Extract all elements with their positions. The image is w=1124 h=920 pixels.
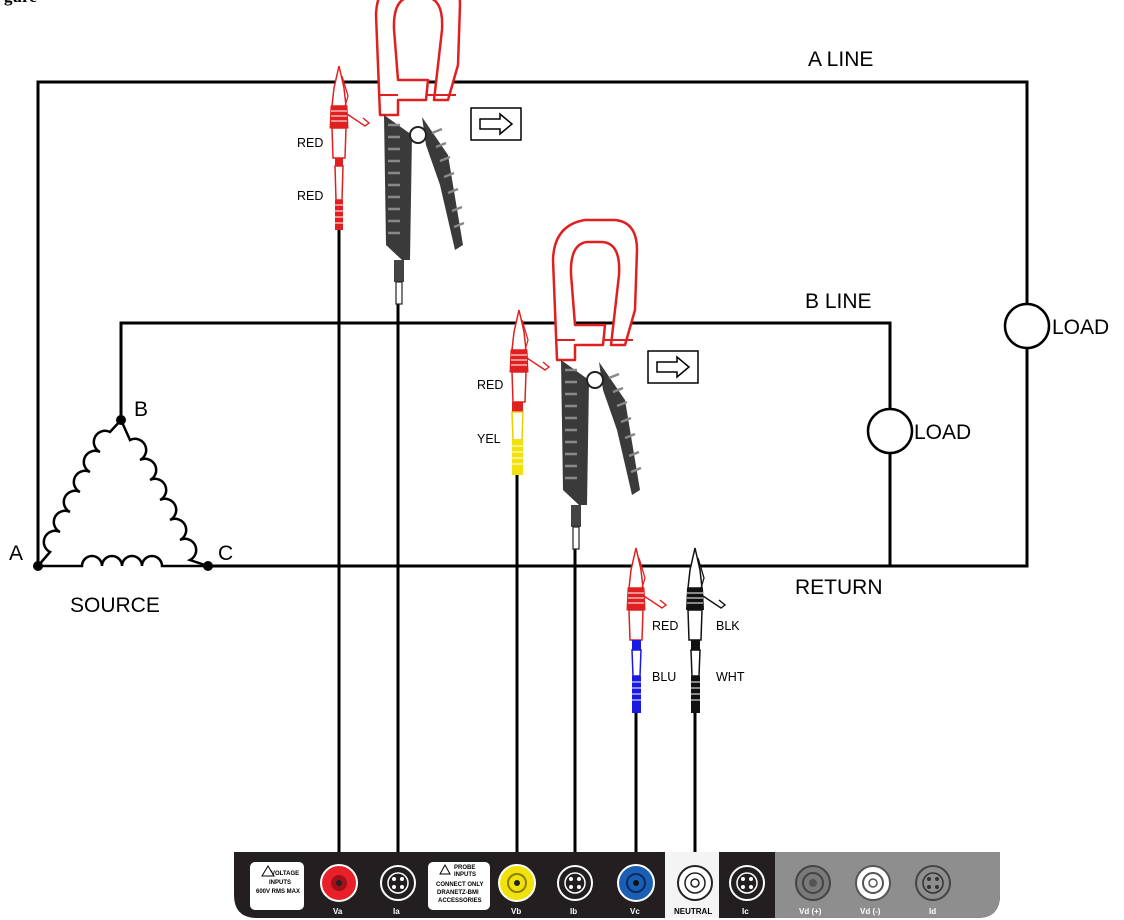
a-line-label: A LINE <box>808 48 873 71</box>
vb-lead-bottom-color: YEL <box>477 432 501 446</box>
vb-voltage-lead <box>509 309 550 475</box>
instrument-input-panel: VOLTAGE INPUTS 600V RMS MAX PROBE INPUTS… <box>234 852 1000 918</box>
port-label-ic: Ic <box>742 907 749 916</box>
vb-jack[interactable] <box>498 864 536 902</box>
b-line-wire <box>119 321 892 420</box>
return-label: RETURN <box>795 576 883 599</box>
load-b-label: LOAD <box>914 421 971 444</box>
node-a-dot <box>33 561 43 571</box>
lead-wires <box>337 228 697 862</box>
va-lead-bottom-color: RED <box>297 189 323 203</box>
load-a-symbol <box>1003 302 1051 350</box>
probe-warning-line2: INPUTS <box>454 872 476 878</box>
va-jack[interactable] <box>320 864 358 902</box>
ia-jack[interactable] <box>380 865 416 901</box>
port-label-vc: Vc <box>630 907 640 916</box>
current-direction-arrow-1 <box>470 107 522 141</box>
node-b-dot <box>116 415 126 425</box>
probe-warning-line4: DRANETZ-BMI <box>437 890 479 896</box>
voltage-warning-line3: 600V RMS MAX <box>256 889 300 895</box>
vc-jack[interactable] <box>617 864 655 902</box>
voltage-warning-line1: VOLTAGE <box>271 871 299 877</box>
node-c-dot <box>203 561 213 571</box>
vc-lead-bottom-color: BLU <box>652 670 676 684</box>
port-label-va: Va <box>333 907 343 916</box>
ic-jack[interactable] <box>729 865 765 901</box>
vc-voltage-lead <box>626 547 667 713</box>
current-direction-arrow-2 <box>647 350 699 384</box>
ia-current-probe <box>374 0 466 306</box>
va-lead-top-color: RED <box>297 136 323 150</box>
vd-minus-jack[interactable] <box>855 865 891 901</box>
port-label-vd-minus: Vd (-) <box>860 907 881 916</box>
b-line-label: B LINE <box>805 290 872 313</box>
va-voltage-lead <box>329 65 370 230</box>
source-label: SOURCE <box>70 594 160 617</box>
port-label-ia: Ia <box>393 907 400 916</box>
load-a-label: LOAD <box>1052 316 1109 339</box>
delta-source <box>37 419 209 568</box>
node-a-label: A <box>9 542 23 565</box>
node-b-label: B <box>134 398 148 421</box>
a-line-wire <box>36 80 1029 566</box>
a-load-return-wire <box>208 348 1029 568</box>
port-label-vb: Vb <box>511 907 521 916</box>
node-c-label: C <box>218 542 233 565</box>
probe-warning-line1: PROBE <box>454 865 475 871</box>
n-lead-bottom-color: WHT <box>716 670 745 684</box>
load-b-symbol <box>866 407 914 455</box>
port-label-vd-plus: Vd (+) <box>799 907 822 916</box>
vb-lead-top-color: RED <box>477 378 503 392</box>
probe-warning-line5: ACCESSORIES <box>438 898 482 904</box>
neutral-jack[interactable] <box>677 865 713 901</box>
port-label-ib: Ib <box>570 907 577 916</box>
neutral-voltage-lead <box>685 547 726 713</box>
n-lead-top-color: BLK <box>716 619 740 633</box>
probe-warning-line3: CONNECT ONLY <box>436 882 483 888</box>
power-lines <box>36 80 1029 568</box>
ib-current-probe <box>551 218 643 551</box>
ib-jack[interactable] <box>557 865 593 901</box>
port-label-neutral: NEUTRAL <box>674 907 712 916</box>
figure-title: gure <box>4 0 37 7</box>
vc-lead-top-color: RED <box>652 619 678 633</box>
id-jack[interactable] <box>915 865 951 901</box>
vd-plus-jack[interactable] <box>795 865 831 901</box>
voltage-warning-label <box>250 862 304 910</box>
port-label-id: Id <box>929 907 936 916</box>
voltage-warning-line2: INPUTS <box>269 880 291 886</box>
